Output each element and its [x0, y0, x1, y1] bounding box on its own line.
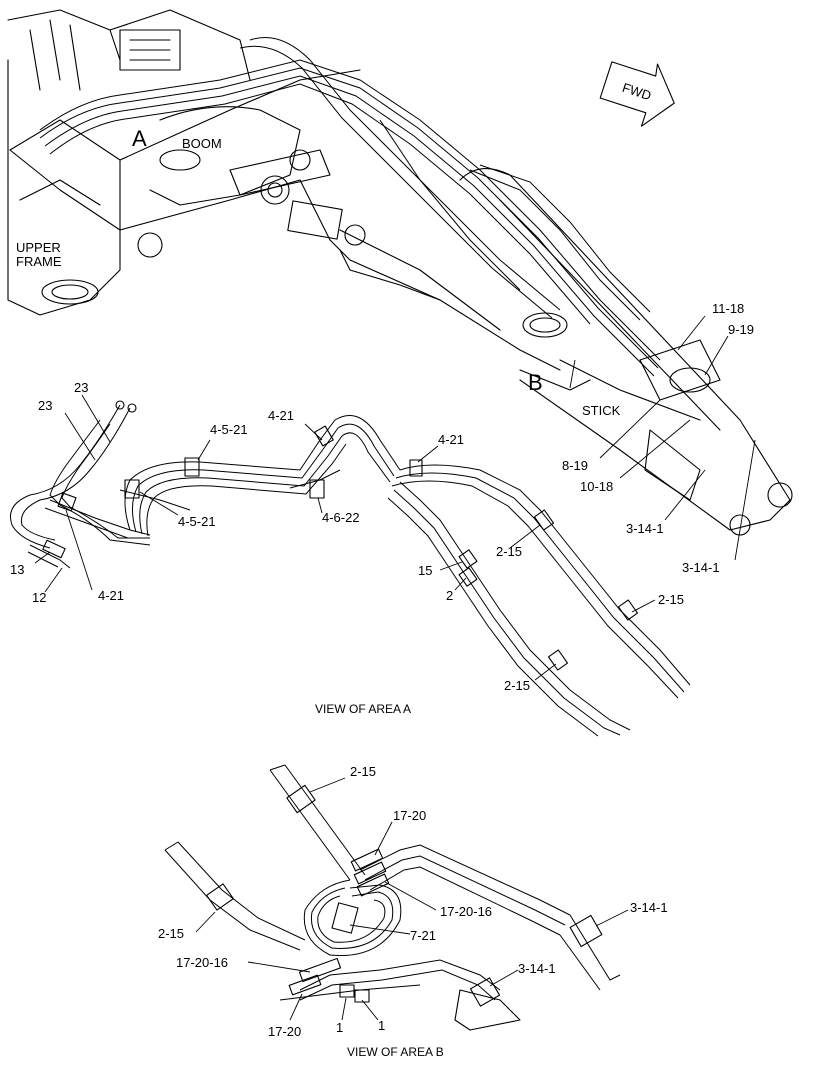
callout-2-15-c: 2-15	[504, 678, 530, 693]
callout-3-14-1-b1: 3-14-1	[630, 900, 668, 915]
callout-11-18: 11-18	[712, 301, 744, 316]
fwd-arrow-icon	[599, 61, 675, 127]
view-a-drawing: 23 23 4-5-21 4-21 4-21 4-5-21 4-6-22 13 …	[10, 380, 691, 737]
callout-17-20-16-a: 17-20-16	[440, 904, 492, 919]
view-b-drawing: 2-15 17-20 17-20-16 7-21 3-14-1 2-15 17-…	[158, 764, 668, 1059]
callout-2-15-b2: 2-15	[158, 926, 184, 941]
callout-3-14-1-b: 3-14-1	[682, 560, 720, 575]
fwd-label: FWD	[620, 80, 653, 103]
callout-23-a: 23	[74, 380, 88, 395]
area-a-marker: A	[132, 126, 147, 151]
callout-23-b: 23	[38, 398, 52, 413]
callout-3-14-1-a: 3-14-1	[626, 521, 664, 536]
overview-drawing: FWD A BOOM UPPER FRAME B STICK 11-18 9-1…	[7, 9, 793, 575]
callout-17-20-b: 17-20	[268, 1024, 301, 1039]
callout-1-a: 1	[336, 1020, 343, 1035]
view-b-caption: VIEW OF AREA B	[347, 1045, 444, 1059]
callout-4-5-21-b: 4-5-21	[178, 514, 216, 529]
callout-2-15-b1: 2-15	[350, 764, 376, 779]
callout-2: 2	[446, 588, 453, 603]
callout-2-15-a: 2-15	[496, 544, 522, 559]
callout-17-20-a: 17-20	[393, 808, 426, 823]
callout-15: 15	[418, 563, 432, 578]
callout-10-18: 10-18	[580, 479, 613, 494]
callout-17-20-16-b: 17-20-16	[176, 955, 228, 970]
callout-4-21-c: 4-21	[98, 588, 124, 603]
upper-frame-label-line2: FRAME	[16, 254, 62, 269]
callout-12: 12	[32, 590, 46, 605]
callout-4-21-a: 4-21	[268, 408, 294, 423]
upper-frame-label-line1: UPPER	[16, 240, 61, 255]
callout-4-5-21-a: 4-5-21	[210, 422, 248, 437]
callout-1-b: 1	[378, 1018, 385, 1033]
boom-label: BOOM	[182, 136, 222, 151]
area-b-marker: B	[528, 370, 543, 395]
callout-4-21-b: 4-21	[438, 432, 464, 447]
callout-2-15-b: 2-15	[658, 592, 684, 607]
callout-7-21: 7-21	[410, 928, 436, 943]
view-a-caption: VIEW OF AREA A	[315, 702, 411, 716]
callout-9-19: 9-19	[728, 322, 754, 337]
callout-8-19: 8-19	[562, 458, 588, 473]
callout-4-6-22: 4-6-22	[322, 510, 360, 525]
stick-label: STICK	[582, 403, 621, 418]
callout-3-14-1-b2: 3-14-1	[518, 961, 556, 976]
callout-13: 13	[10, 562, 24, 577]
